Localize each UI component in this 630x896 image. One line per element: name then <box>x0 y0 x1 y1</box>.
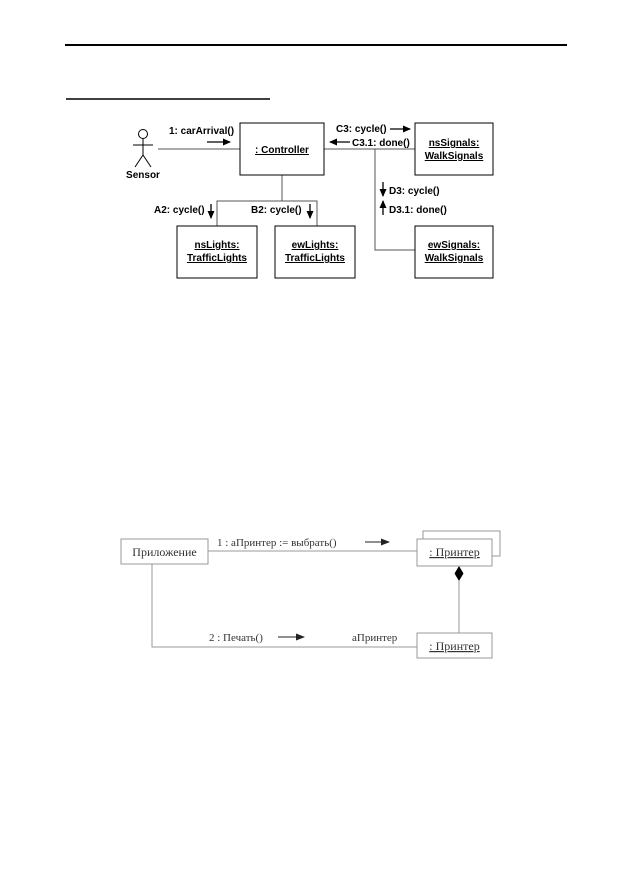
ewlights-object: ewLights: TrafficLights <box>274 225 356 279</box>
message-c31-done-label: C3.1: done() <box>352 138 410 149</box>
message-car-arrival: 1: carArrival() <box>169 126 234 146</box>
message-c31-done: C3.1: done() <box>329 138 410 149</box>
nslights-object: nsLights: TrafficLights <box>176 225 258 279</box>
nssignals-object: nsSignals: WalkSignals <box>414 122 494 176</box>
controller-label: : Controller <box>255 145 309 156</box>
composition-diamond <box>454 566 464 581</box>
message-a2-cycle-label: A2: cycle() <box>154 205 205 216</box>
printer-single-object: : Принтер <box>416 632 493 659</box>
message-d31-done: D3.1: done() <box>379 200 447 216</box>
message-select-printer-label: 1 : аПринтер := выбрать() <box>217 537 337 549</box>
ewsignals-name: ewSignals: <box>428 240 480 251</box>
link-lights-bar <box>216 200 318 226</box>
actor-head <box>138 129 148 139</box>
message-d31-done-label: D3.1: done() <box>389 205 447 216</box>
application-object: Приложение <box>120 538 209 565</box>
actor-left-leg <box>134 154 144 168</box>
message-car-arrival-label: 1: carArrival() <box>169 126 234 137</box>
ewlights-name: ewLights: <box>292 240 339 251</box>
printer-bottom-label: : Принтер <box>429 639 479 653</box>
message-d3-cycle: D3: cycle() <box>379 182 440 197</box>
nssignals-class: WalkSignals <box>425 151 484 162</box>
message-d3-cycle-label: D3: cycle() <box>389 186 440 197</box>
role-label: аПринтер <box>352 632 398 644</box>
actor-name: Sensor <box>126 170 160 181</box>
message-print: 2 : Печать() <box>209 632 305 644</box>
nslights-class: TrafficLights <box>187 253 247 264</box>
ewsignals-object: ewSignals: WalkSignals <box>414 225 494 279</box>
traffic-collaboration-diagram: Sensor : Controller nsSignals: WalkSigna… <box>126 122 494 279</box>
message-c3-cycle: C3: cycle() <box>336 124 411 135</box>
nssignals-name: nsSignals: <box>429 138 480 149</box>
printer-collaboration-diagram: Приложение : Принтер : Принтер 1 : аПрин… <box>120 530 501 659</box>
message-print-label: 2 : Печать() <box>209 632 263 644</box>
ewlights-class: TrafficLights <box>285 253 345 264</box>
sensor-actor: Sensor <box>126 129 160 181</box>
ewsignals-class: WalkSignals <box>425 253 484 264</box>
message-c3-cycle-label: C3: cycle() <box>336 124 387 135</box>
message-b2-cycle: B2: cycle() <box>251 204 314 219</box>
nslights-name: nsLights: <box>195 240 240 251</box>
printer-multiobject: : Принтер <box>416 530 501 567</box>
controller-object: : Controller <box>239 122 325 176</box>
application-label: Приложение <box>132 545 196 559</box>
link-controller-ewsignals <box>374 149 415 251</box>
message-b2-cycle-label: B2: cycle() <box>251 205 302 216</box>
message-a2-cycle: A2: cycle() <box>154 204 215 219</box>
link-app-printer-bottom <box>151 564 417 648</box>
actor-right-leg <box>142 154 152 168</box>
message-select-printer: 1 : аПринтер := выбрать() <box>217 537 390 549</box>
printer-top-label: : Принтер <box>429 545 479 559</box>
